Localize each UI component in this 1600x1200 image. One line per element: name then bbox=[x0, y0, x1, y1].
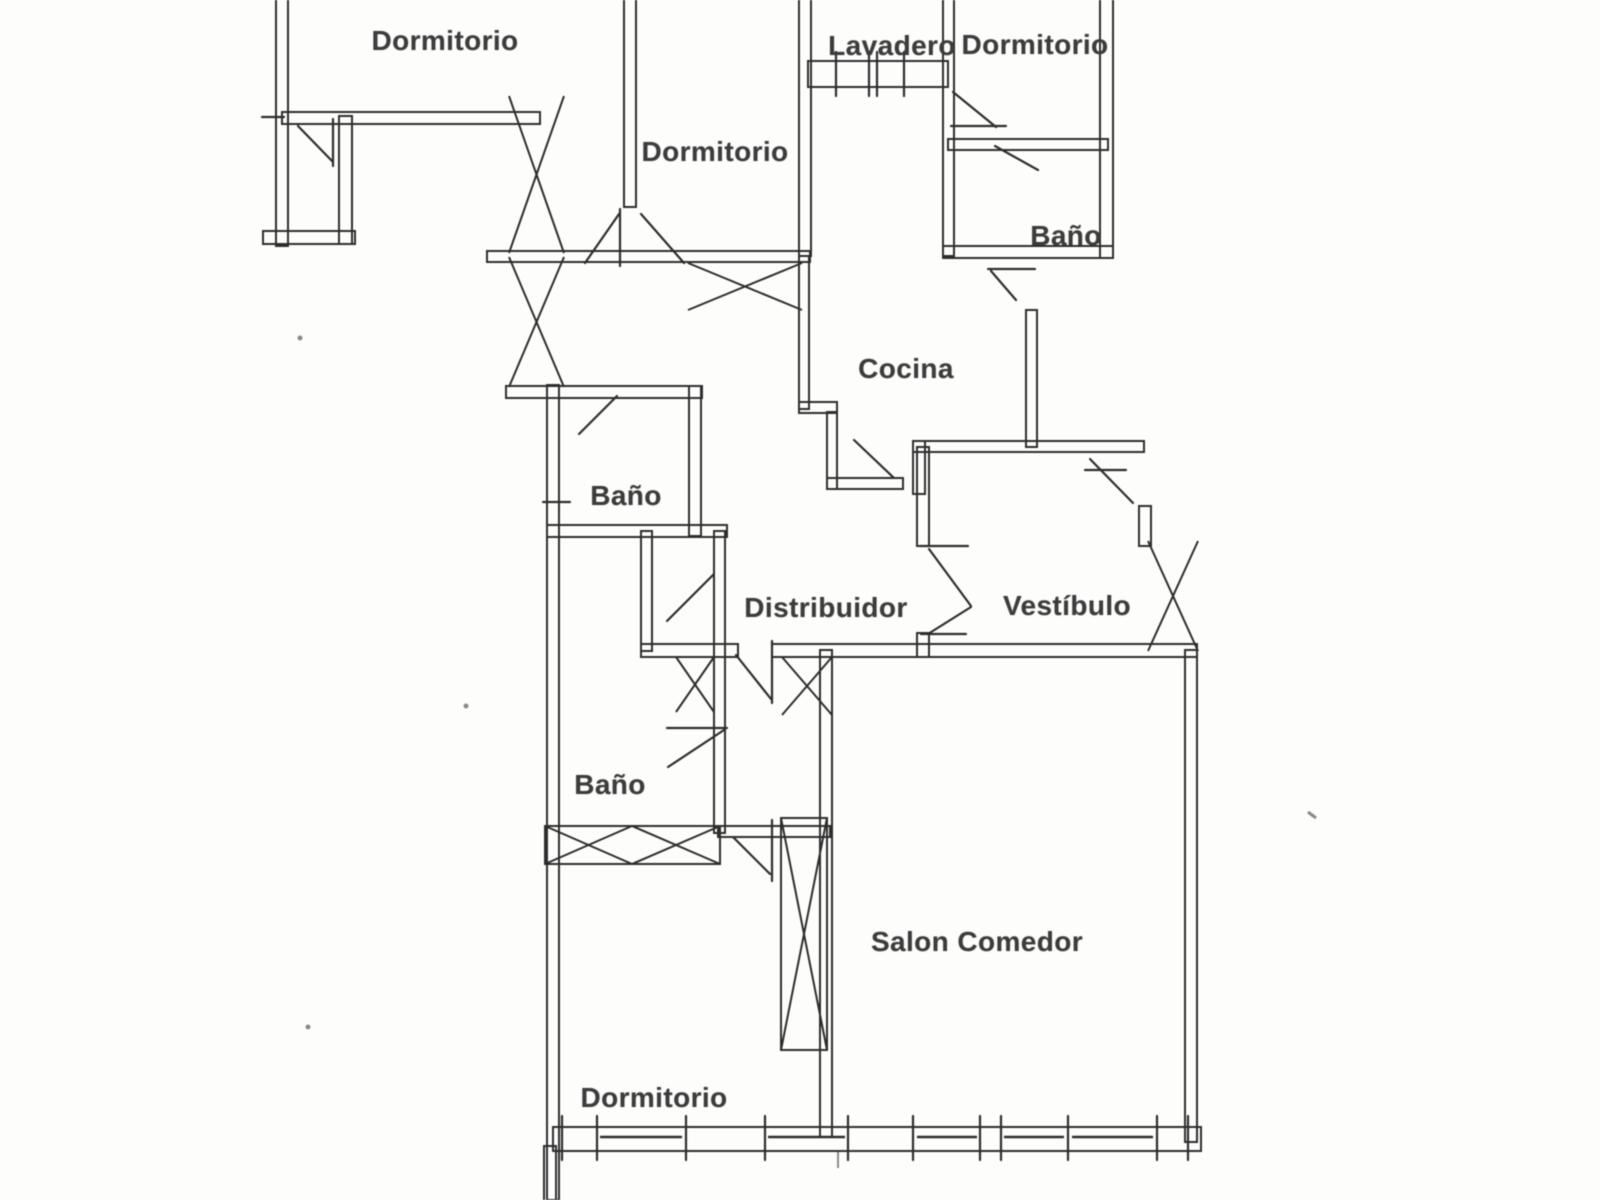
room-label-dormitorio-top-right: Dormitorio bbox=[961, 29, 1109, 60]
room-label-vestibulo: Vestíbulo bbox=[1002, 590, 1132, 621]
window-x-symbols bbox=[508, 95, 1199, 1051]
room-label-dormitorio-bottom: Dormitorio bbox=[580, 1082, 728, 1113]
scan-specks bbox=[297, 335, 1317, 1168]
door-symbols bbox=[260, 50, 1190, 1162]
room-label-cocina: Cocina bbox=[858, 353, 954, 384]
room-label-dormitorio-top-left: Dormitorio bbox=[371, 25, 519, 56]
room-label-bano-lower: Baño bbox=[574, 769, 646, 800]
room-label-bano-upper: Baño bbox=[590, 480, 662, 511]
room-label-salon-comedor: Salon Comedor bbox=[870, 926, 1084, 957]
room-label-lavadero: Lavadero bbox=[828, 30, 956, 61]
room-label-bano-top-right: Baño bbox=[1030, 220, 1102, 251]
room-label-distribuidor: Distribuidor bbox=[744, 592, 908, 623]
room-label-dormitorio-middle: Dormitorio bbox=[641, 136, 789, 167]
